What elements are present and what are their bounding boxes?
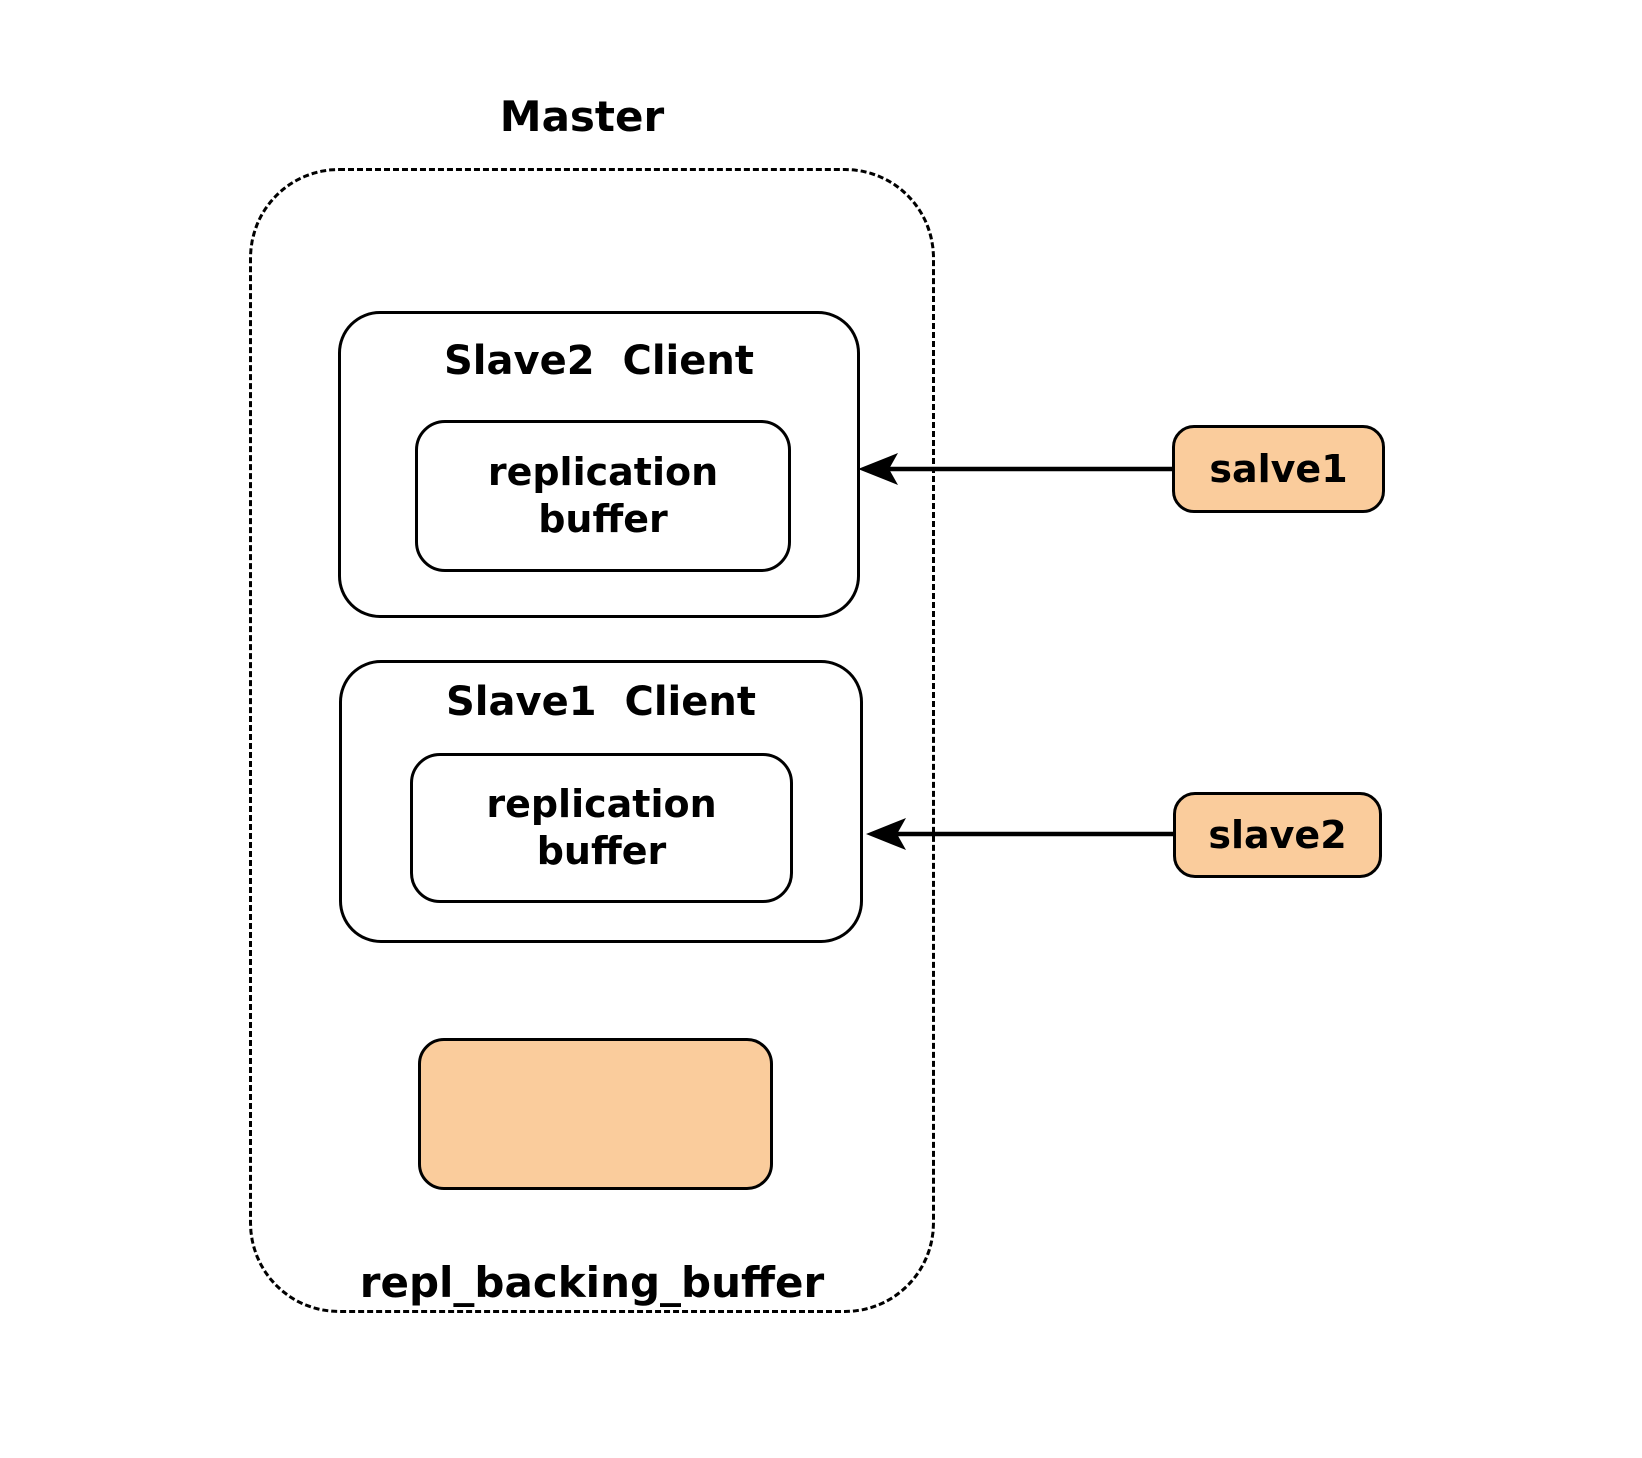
slave2-client-title: Slave2 Client <box>444 338 754 384</box>
repl-backing-buffer-rect <box>418 1038 773 1190</box>
slave2-replication-buffer-label: replication buffer <box>487 449 719 542</box>
salve1-node-label: salve1 <box>1209 447 1348 491</box>
master-container <box>249 168 935 1313</box>
slave1-client-title: Slave1 Client <box>446 679 756 725</box>
repl-backing-buffer-label: repl_backing_buffer <box>359 1258 825 1307</box>
slave2-node: slave2 <box>1173 792 1382 878</box>
slave2-node-label: slave2 <box>1208 813 1347 857</box>
slave2-replication-buffer-box: replication buffer <box>415 420 791 572</box>
master-label: Master <box>499 92 665 141</box>
salve1-node: salve1 <box>1172 425 1385 513</box>
slave1-replication-buffer-label: replication buffer <box>486 781 717 874</box>
slave1-replication-buffer-box: replication buffer <box>410 753 793 903</box>
